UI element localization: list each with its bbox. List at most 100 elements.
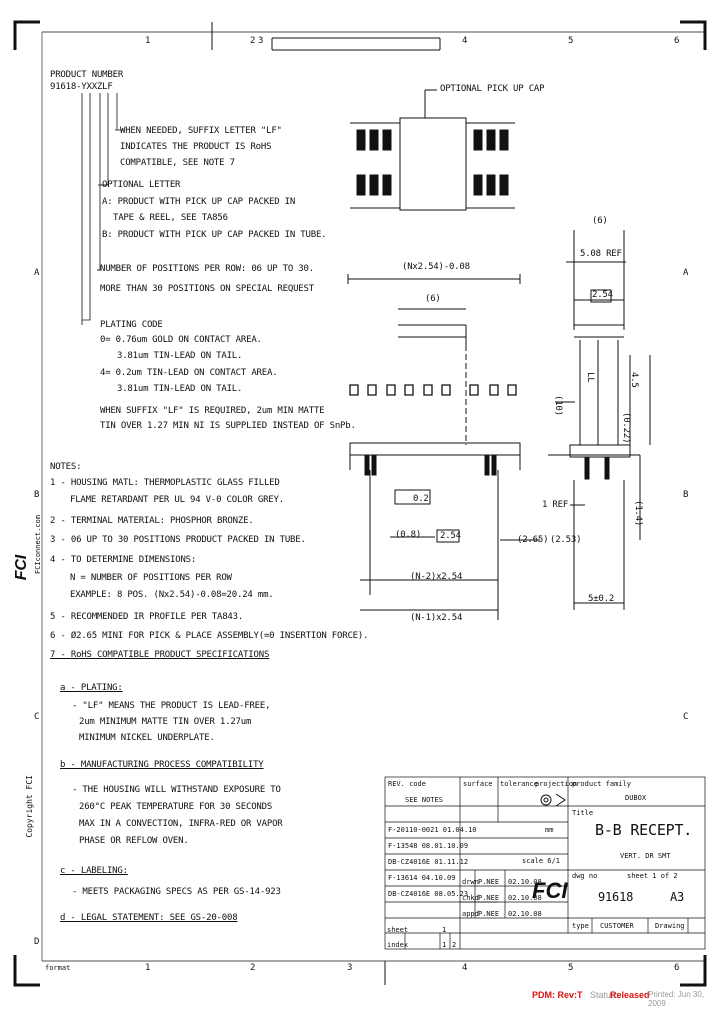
note-c-1: - MEETS PACKAGING SPECS AS PER GS-14-923: [72, 887, 281, 897]
note-1b: FLAME RETARDANT PER UL 94 V-0 COLOR GREY…: [70, 495, 284, 505]
tb-name-3: P.NEE: [478, 910, 500, 918]
optional-letter-1: OPTIONAL LETTER: [102, 180, 181, 190]
border-col-4: 4: [462, 36, 468, 46]
footer-status: Status:: [590, 990, 619, 1000]
note-4c: EXAMPLE: 8 POS. (Nx2.54)-0.08=20.24 mm.: [70, 590, 274, 600]
note-1a: 1 - HOUSING MATL: THERMOPLASTIC GLASS FI…: [50, 478, 280, 488]
note-4a: 4 - TO DETERMINE DIMENSIONS:: [50, 555, 197, 565]
note-c-title: c - LABELING:: [60, 866, 128, 876]
footer-pdm: PDM: Rev:T: [532, 990, 583, 1000]
optional-letter-4: B: PRODUCT WITH PICK UP CAP PACKED IN TU…: [102, 230, 327, 240]
note-b-3: MAX IN A CONVECTION, INFRA-RED OR VAPOR: [79, 819, 283, 829]
note-5: 5 - RECOMMENDED IR PROFILE PER TA843.: [50, 612, 244, 622]
border-bcol-6: 6: [674, 963, 680, 973]
tb-customer: CUSTOMER: [600, 922, 634, 930]
tb-chkd: chkd: [462, 894, 479, 902]
tb-family-value: DUBOX: [625, 794, 647, 802]
note-a-title: a - PLATING:: [60, 683, 123, 693]
tb-name-2: P.NEE: [478, 894, 500, 902]
tb-product-family: product family: [572, 780, 632, 788]
tb-rev-code: REV. code: [388, 780, 426, 788]
note-7: 7 - RoHS COMPATIBLE PRODUCT SPECIFICATIO…: [50, 650, 270, 660]
lf-required-1: WHEN SUFFIX "LF" IS REQUIRED, 2um MIN MA…: [100, 406, 325, 416]
border-rrow-a: A: [683, 268, 689, 278]
border-row-b: B: [34, 490, 40, 500]
product-number-code: 91618-YXXZLF: [50, 82, 113, 92]
tb-sheet-num-3: 2: [452, 941, 457, 949]
tb-sheet-num-2: 1: [442, 941, 447, 949]
plating-code-2: 0= 0.76um GOLD ON CONTACT AREA.: [100, 335, 262, 345]
dim-254-front: 2.54: [440, 531, 461, 541]
tb-name-1: P.NEE: [478, 878, 500, 886]
tb-scale: scale 6/1: [522, 857, 560, 865]
dim-1ref: 1 REF: [542, 500, 569, 510]
positions-note-2: MORE THAN 30 POSITIONS ON SPECIAL REQUES…: [100, 284, 314, 294]
tb-see-notes: SEE NOTES: [405, 796, 443, 804]
lf-suffix-note-1: WHEN NEEDED, SUFFIX LETTER "LF": [120, 126, 282, 136]
note-a-1: - "LF" MEANS THE PRODUCT IS LEAD-FREE,: [72, 701, 271, 711]
dim-253: (2.53): [550, 535, 582, 545]
dim-six-top: (6): [425, 294, 441, 304]
note-d-title: d - LEGAL STATEMENT: SEE GS-20-008: [60, 913, 238, 923]
border-col-1: 1: [145, 36, 151, 46]
positions-note-1: NUMBER OF POSITIONS PER ROW: 06 UP TO 30…: [100, 264, 314, 274]
tb-drawing: Drawing: [655, 922, 685, 930]
tb-rev-row-4: F-13614 04.10.09: [388, 874, 456, 882]
tb-surface: surface: [463, 780, 493, 788]
note-b-4: PHASE OR REFLOW OVEN.: [79, 836, 189, 846]
note-2: 2 - TERMINAL MATERIAL: PHOSPHOR BRONZE.: [50, 516, 254, 526]
side-fci-logo: FCI: [13, 555, 30, 581]
tb-sheet: sheet 1 of 2: [627, 872, 678, 880]
side-copyright: Copyright FCI: [25, 775, 34, 838]
notes-title: NOTES:: [50, 462, 82, 472]
border-row-a: A: [34, 268, 40, 278]
note-6: 6 - Ø2.65 MINI FOR PICK & PLACE ASSEMBLY…: [50, 631, 369, 641]
border-rrow-b: B: [683, 490, 689, 500]
border-col-6: 6: [674, 36, 680, 46]
plating-code-1: PLATING CODE: [100, 320, 163, 330]
note-4b: N = NUMBER OF POSITIONS PER ROW: [70, 573, 232, 583]
optional-pickup-cap-label: OPTIONAL PICK UP CAP: [440, 84, 545, 94]
note-b-2: 260°C PEAK TEMPERATURE FOR 30 SECONDS: [79, 802, 273, 812]
tb-date-3: 02.10.08: [508, 910, 542, 918]
tb-mm: mm: [545, 826, 554, 834]
footer-released: Released: [610, 990, 650, 1000]
optional-letter-3: TAPE & REEL, SEE TA856: [113, 213, 228, 223]
tb-size: A3: [670, 890, 685, 904]
top-view-connector: [350, 89, 515, 211]
border-format-label: format: [45, 964, 71, 972]
dim-10: (10): [553, 395, 563, 416]
tb-tolerance: tolerance: [500, 780, 538, 788]
border-row-c: C: [34, 712, 40, 722]
svg-text:FCI: FCI: [532, 878, 568, 903]
tb-title-label: Title: [572, 809, 594, 817]
lf-suffix-note-3: COMPATIBLE, SEE NOTE 7: [120, 158, 235, 168]
border-col-3: 3: [258, 36, 264, 46]
border-col-5: 5: [568, 36, 574, 46]
corner-marks: [13, 20, 707, 987]
tb-date-2: 02.10.08: [508, 894, 542, 902]
dim-n1x254: (N-1)x2.54: [410, 613, 463, 623]
dim-5-0-2: 5±0.2: [588, 594, 615, 604]
dim-14: (1.4): [633, 500, 643, 527]
dim-08: (0.8): [395, 530, 422, 540]
border-bcol-3: 3: [347, 963, 353, 973]
title-block-lines: [384, 776, 706, 950]
tb-appd: appd: [462, 910, 479, 918]
border-col-2: 2: [250, 36, 256, 46]
tb-rev-row-3: DB-CZ4016E 01.11.12: [388, 858, 469, 866]
note-a-2: 2um MINIMUM MATTE TIN OVER 1.27um: [79, 717, 252, 727]
tb-type-label: type: [572, 922, 589, 930]
side-view-connector: [548, 230, 651, 610]
tb-dwg-no-label: dwg no: [572, 872, 598, 880]
front-view-connector: [347, 274, 540, 620]
note-3: 3 - 06 UP TO 30 POSITIONS PRODUCT PACKED…: [50, 535, 306, 545]
tb-rev-row-5: DB-CZ4016E 08.05.23: [388, 890, 469, 898]
projection-symbol-icon: [540, 793, 566, 807]
border-rrow-c: C: [683, 712, 689, 722]
fci-logo-icon: FCI: [532, 878, 568, 903]
product-number-title: PRODUCT NUMBER: [50, 70, 124, 80]
tb-subtitle: VERT. DR SMT: [620, 852, 671, 860]
dim-45: 4.5: [629, 372, 639, 388]
